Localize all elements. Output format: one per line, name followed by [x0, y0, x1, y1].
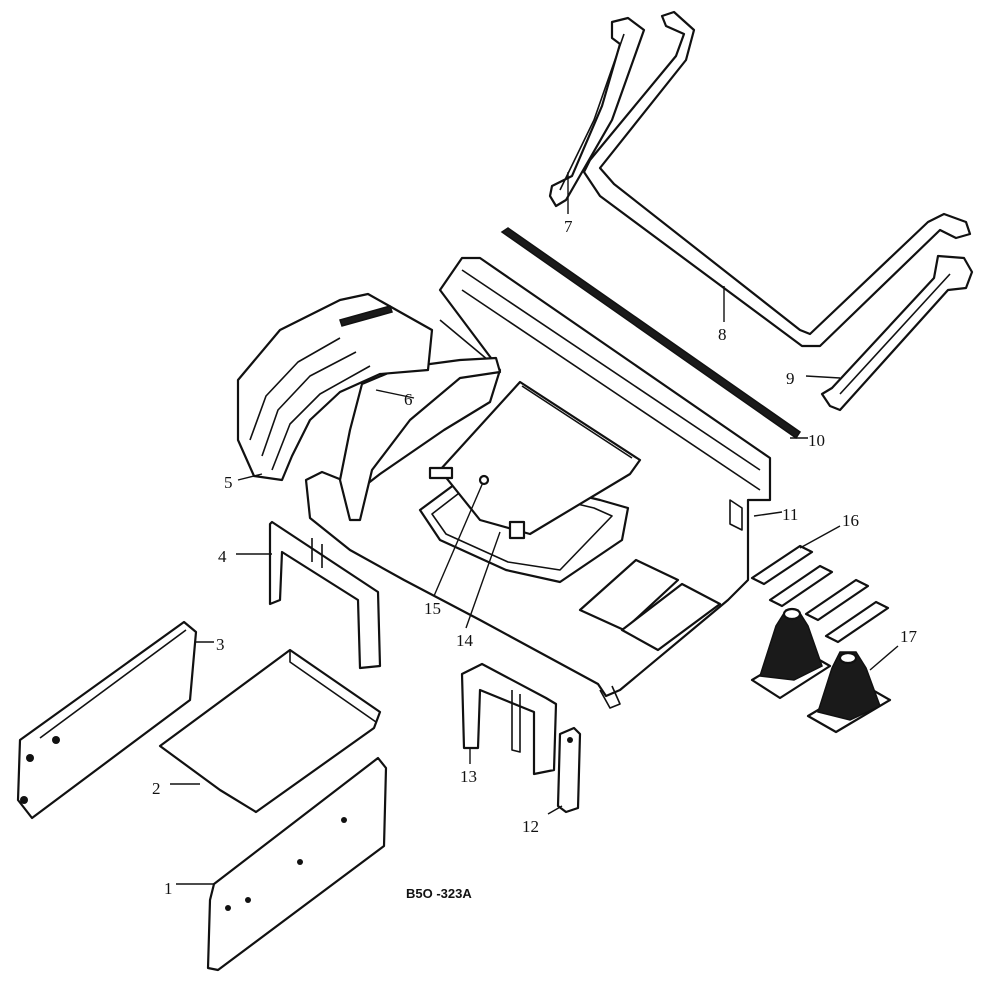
leader-15 — [433, 479, 485, 597]
part-2-floor-plate — [158, 648, 382, 814]
callout-8: 8 — [718, 325, 727, 344]
leader-5 — [237, 473, 263, 481]
part-4-bracket — [268, 520, 382, 670]
leader-12 — [547, 805, 563, 815]
callout-5: 5 — [224, 473, 233, 492]
callout-3: 3 — [216, 635, 225, 654]
callout-15: 15 — [424, 599, 441, 618]
part-12-strap — [556, 726, 582, 814]
part-5-fender — [236, 292, 434, 482]
callout-9: 9 — [786, 369, 795, 388]
part-1-lower-panel — [206, 756, 388, 972]
callout-14: 14 — [456, 631, 474, 650]
part-13-support-bracket — [460, 662, 558, 776]
part-9-right-rail — [820, 254, 974, 412]
callout-16: 16 — [842, 511, 859, 530]
part-17-rubber-boot-a — [750, 607, 832, 700]
callout-12: 12 — [522, 817, 539, 836]
part-6-wheel-arch — [338, 356, 502, 522]
leader-11 — [753, 511, 783, 517]
callout-10: 10 — [808, 431, 825, 450]
part-17-rubber-boot-b — [806, 651, 892, 734]
callout-6: 6 — [404, 390, 413, 409]
part-8-u-seal — [582, 10, 972, 348]
callout-7: 7 — [564, 217, 573, 236]
leader-9 — [805, 375, 841, 379]
leader-14 — [465, 531, 501, 629]
callout-17: 17 — [900, 627, 918, 646]
leader-17 — [869, 645, 899, 671]
part-15-fastener — [478, 474, 490, 486]
leader-16 — [799, 525, 841, 549]
part-14-clip — [508, 520, 526, 540]
callout-13: 13 — [460, 767, 477, 786]
callout-11: 11 — [782, 505, 798, 524]
part-16-strap-set — [750, 544, 890, 644]
callout-4: 4 — [218, 547, 227, 566]
callout-2: 2 — [152, 779, 161, 798]
part-15-clip — [428, 466, 454, 480]
part-7-left-rail — [548, 16, 646, 208]
part-10-rubber-strip — [500, 227, 802, 440]
reference-code: B5O -323A — [406, 886, 472, 901]
callout-1: 1 — [164, 879, 173, 898]
part-3-side-panel — [16, 620, 198, 820]
leader-6 — [375, 389, 415, 399]
